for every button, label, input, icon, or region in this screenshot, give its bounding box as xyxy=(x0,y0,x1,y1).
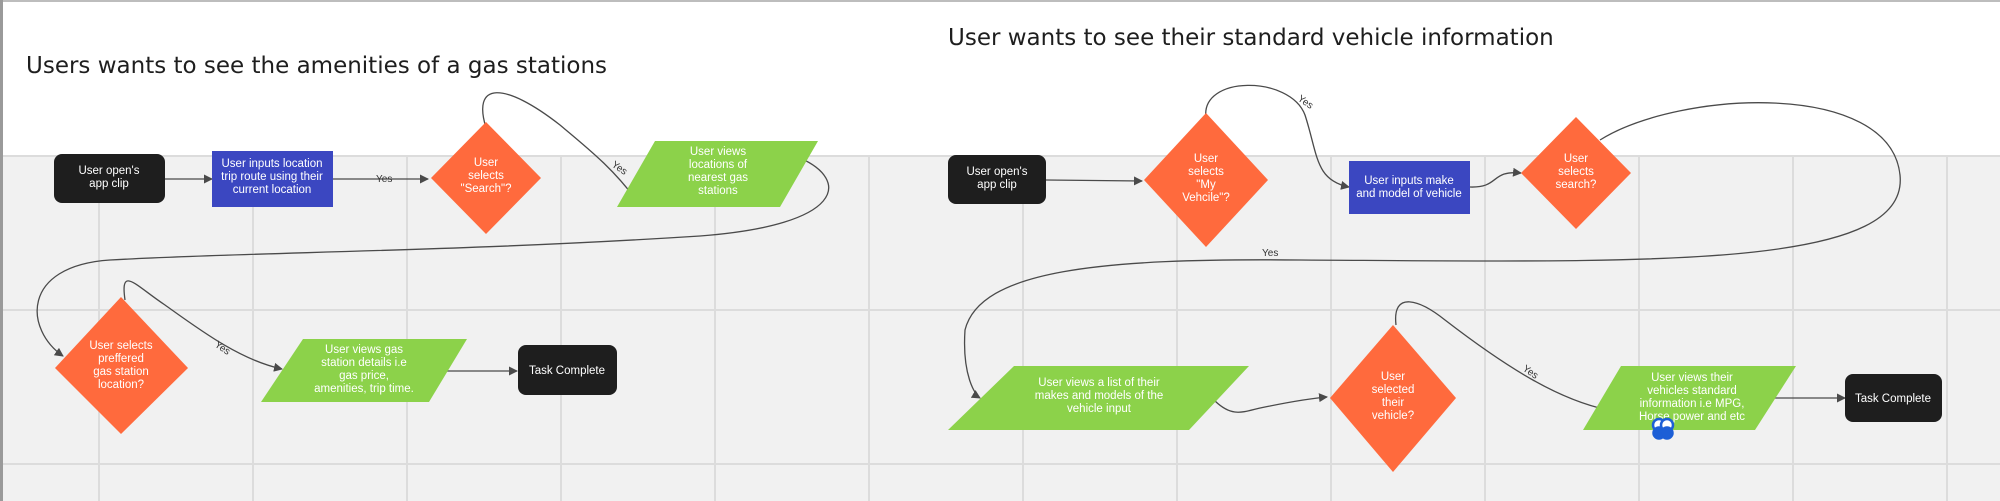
node-label-line: search? xyxy=(1556,179,1597,191)
node-label-line: makes and models of the xyxy=(1035,390,1164,402)
node-label-line: User xyxy=(474,157,498,169)
node-label-line: User xyxy=(1564,153,1588,165)
flow1-search-decision xyxy=(431,122,541,234)
frame-border-top xyxy=(0,0,2000,2)
flow1-locations-data xyxy=(617,141,818,207)
node-label-line: their xyxy=(1382,397,1405,409)
node-label-line: "Search"? xyxy=(461,183,512,195)
node-label-line: User xyxy=(1194,153,1218,165)
flow2-vehicle-decision xyxy=(1144,113,1268,247)
node-label-line: station details i.e xyxy=(321,357,407,369)
flow2-input-process xyxy=(1349,161,1470,214)
node-label-line: Vehcile"? xyxy=(1182,192,1230,204)
node-label-line: and model of vehicle xyxy=(1356,188,1461,200)
node-label-line: User open's xyxy=(78,165,139,177)
node-label-line: User views xyxy=(690,146,746,158)
edge-label-yes: Yes xyxy=(212,339,232,357)
edge-label-yes: Yes xyxy=(1262,248,1278,259)
edge-label-yes: Yes xyxy=(609,159,629,177)
flow1-details-data xyxy=(261,339,467,402)
node-label-line: "My xyxy=(1196,179,1216,191)
flow2-title: User wants to see their standard vehicle… xyxy=(948,25,1554,51)
flow2-list-data xyxy=(948,366,1249,430)
node-label-line: gas station xyxy=(93,366,149,378)
connector xyxy=(1205,84,1350,190)
node-label-line: app clip xyxy=(89,178,129,190)
node-label-line: location? xyxy=(98,379,144,391)
node-label-line: selects xyxy=(1558,166,1594,178)
flow2-end-terminal xyxy=(1845,374,1942,422)
node-label-line: vehicle? xyxy=(1372,410,1414,422)
node-label-line: User open's xyxy=(966,166,1027,178)
node-label-line: current location xyxy=(233,184,312,196)
node-label-line: preffered xyxy=(98,353,144,365)
connector xyxy=(1469,167,1522,188)
flow1-preferred-decision xyxy=(55,297,188,434)
flow1-input-process xyxy=(212,151,333,207)
connector xyxy=(36,157,830,357)
frame-border-left xyxy=(0,0,3,501)
node-label-line: vehicles standard xyxy=(1647,385,1737,397)
node-label-line: nearest gas xyxy=(688,172,748,184)
node-label-line: User views their xyxy=(1651,372,1733,384)
node-label-line: selected xyxy=(1372,384,1415,396)
node-label-line: information i.e MPG, xyxy=(1640,398,1745,410)
flow2-info-data xyxy=(1583,366,1796,430)
connector xyxy=(482,92,641,206)
node-label-line: User views gas xyxy=(325,344,403,356)
flow2-start-terminal xyxy=(948,155,1046,204)
canvas-grid xyxy=(0,155,2000,501)
node-label-line: vehicle input xyxy=(1067,403,1132,415)
users-avatar-icon[interactable] xyxy=(1651,417,1675,440)
node-label-line: Task Complete xyxy=(1855,393,1931,405)
node-label-line: selects xyxy=(1188,166,1224,178)
node-label-line: trip route using their xyxy=(221,171,323,183)
connector xyxy=(123,280,283,372)
node-label-line: locations of xyxy=(689,159,748,171)
node-label-line: app clip xyxy=(977,179,1017,191)
node-label-line: User views a list of their xyxy=(1038,377,1160,389)
node-label-line: User inputs location xyxy=(222,158,323,170)
connector xyxy=(963,102,1901,399)
flow2-selected-decision xyxy=(1330,325,1456,472)
connector xyxy=(1395,301,1609,413)
edge-label-yes: Yes xyxy=(1295,93,1315,111)
edge-label-yes: Yes xyxy=(376,174,392,185)
connector xyxy=(1045,176,1143,186)
flow1-end-terminal xyxy=(518,345,617,395)
node-label-line: User selects xyxy=(89,340,153,352)
flow1-title: Users wants to see the amenities of a ga… xyxy=(26,53,608,79)
flow2-end-text: Task Complete xyxy=(1855,393,1931,405)
node-label-line: User xyxy=(1381,371,1405,383)
node-label-line: Task Complete xyxy=(529,365,605,377)
node-label-line: selects xyxy=(468,170,504,182)
flow1-end-text: Task Complete xyxy=(529,365,605,377)
connector xyxy=(1214,393,1328,413)
flow2-search-decision xyxy=(1521,117,1631,229)
edge-label-yes: Yes xyxy=(1520,363,1540,381)
node-label-line: gas price, xyxy=(339,370,389,382)
node-label-line: stations xyxy=(698,185,738,197)
node-label-line: amenities, trip time. xyxy=(314,383,414,395)
flow1-start-terminal xyxy=(54,154,165,203)
node-label-line: User inputs make xyxy=(1364,175,1453,187)
